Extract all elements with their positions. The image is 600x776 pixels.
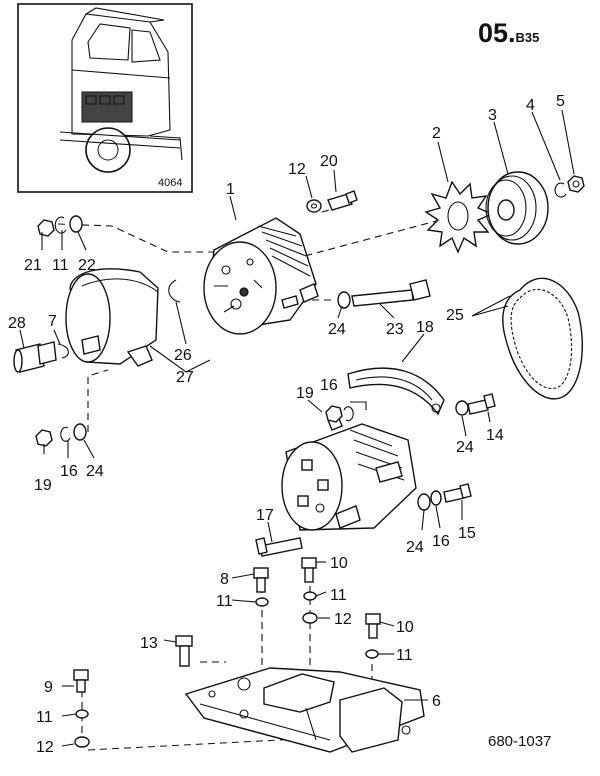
bolt-10-lower (365, 613, 381, 639)
bolt-15 (443, 483, 472, 503)
cooling-fan (424, 180, 494, 254)
callout-4: 4 (526, 97, 535, 114)
callout-24-right: 24 (456, 439, 474, 456)
bolt-9 (73, 669, 89, 693)
retaining-ring-27 (168, 279, 181, 303)
callout-11-bolt10: 11 (330, 587, 347, 604)
lock-washer-16-left (60, 426, 71, 442)
callout-numbers: 1 2 3 4 5 6 7 8 9 10 10 11 11 11 11 11 1… (8, 93, 565, 756)
bolt-13 (175, 635, 193, 667)
callout-11-lower: 11 (396, 647, 413, 664)
callout-11-bolt8: 11 (216, 593, 233, 610)
leader-lines (19, 109, 575, 747)
compressor (281, 415, 417, 531)
callout-11-bolt9: 11 (36, 709, 53, 726)
callout-23: 23 (386, 321, 404, 338)
truck-cab-illustration (59, 7, 183, 173)
bracket-lead-26 (149, 345, 211, 373)
page-code: 05.B35 (478, 18, 539, 48)
lock-washer-11-bolt9 (75, 709, 89, 719)
vacuum-pump (65, 268, 159, 367)
sleeve-28 (13, 341, 57, 373)
callout-12-mid: 12 (334, 611, 352, 628)
nut-19-mid (325, 405, 343, 423)
flat-washer-12-bolt9 (74, 736, 90, 748)
inset-reference-number: 4064 (158, 177, 182, 189)
callout-9: 9 (44, 679, 53, 696)
flat-washer-24-lower (417, 493, 431, 511)
lock-washer-11-left (54, 216, 67, 234)
callout-20: 20 (320, 153, 338, 170)
callout-28: 28 (8, 315, 26, 332)
lock-washer-16-right (430, 490, 442, 506)
callout-24-top: 24 (328, 321, 346, 338)
callout-7: 7 (48, 313, 57, 330)
callout-12-top: 12 (288, 161, 306, 178)
callout-10-lower: 10 (396, 619, 414, 636)
callout-27: 27 (176, 369, 194, 386)
callout-19-mid: 19 (296, 385, 314, 402)
circlip-7 (57, 343, 69, 359)
callout-10-upper: 10 (330, 555, 348, 572)
mounting-bracket (184, 667, 425, 753)
callout-14: 14 (486, 427, 504, 444)
truck-cab-inset: 4064 (17, 3, 193, 193)
callout-3: 3 (488, 107, 497, 124)
flat-washer-24-left (73, 423, 87, 441)
alternator-bolt (327, 190, 358, 211)
alternator (203, 217, 319, 335)
callout-24-lower: 24 (406, 539, 424, 556)
nut-19-left (35, 429, 53, 447)
lock-washer-11-bolt8 (255, 597, 269, 607)
callout-16-left: 16 (60, 463, 78, 480)
lock-washer-16-mid (343, 406, 354, 422)
callout-13: 13 (140, 635, 158, 652)
nut-21 (37, 219, 55, 237)
page-code-main: 05. (478, 18, 516, 48)
page-code-suffix: B35 (516, 30, 540, 45)
callout-17: 17 (256, 507, 274, 524)
v-belt (502, 277, 583, 400)
callout-24-left: 24 (86, 463, 104, 480)
callout-15: 15 (458, 525, 476, 542)
pulley-nut (567, 175, 585, 193)
bolt-17 (255, 537, 303, 557)
pulley (485, 171, 549, 245)
callout-25: 25 (446, 307, 464, 324)
lock-washer-11-lower (365, 649, 379, 659)
callout-26: 26 (174, 347, 192, 364)
flat-washer-top (306, 199, 322, 213)
lock-washer-top (554, 182, 567, 198)
tension-bolt (351, 279, 431, 307)
flat-washer-24-top (337, 291, 351, 309)
bolt-14 (467, 393, 496, 415)
lead-16-mid (350, 401, 367, 410)
flat-washer-24-right (455, 400, 469, 416)
callout-19-left: 19 (34, 477, 52, 494)
callout-18: 18 (416, 319, 434, 336)
callout-21: 21 (24, 257, 42, 274)
bolt-10-upper (301, 557, 317, 583)
callout-5: 5 (556, 93, 565, 110)
callout-16-right: 16 (432, 533, 450, 550)
callout-11-top-left: 11 (52, 257, 69, 274)
callout-16-mid: 16 (320, 377, 338, 394)
bolt-8 (253, 567, 269, 593)
callout-6: 6 (432, 693, 441, 710)
lock-washer-11-bolt10 (303, 591, 317, 601)
flat-washer-22 (69, 215, 83, 233)
callout-1: 1 (226, 181, 235, 198)
callout-8: 8 (220, 571, 229, 588)
flat-washer-12-bolt10 (302, 612, 318, 624)
drawing-number: 680-1037 (488, 733, 551, 750)
callout-12-bottom: 12 (36, 739, 54, 756)
tension-strap (347, 367, 445, 416)
callout-2: 2 (432, 125, 441, 142)
callout-22: 22 (78, 257, 96, 274)
